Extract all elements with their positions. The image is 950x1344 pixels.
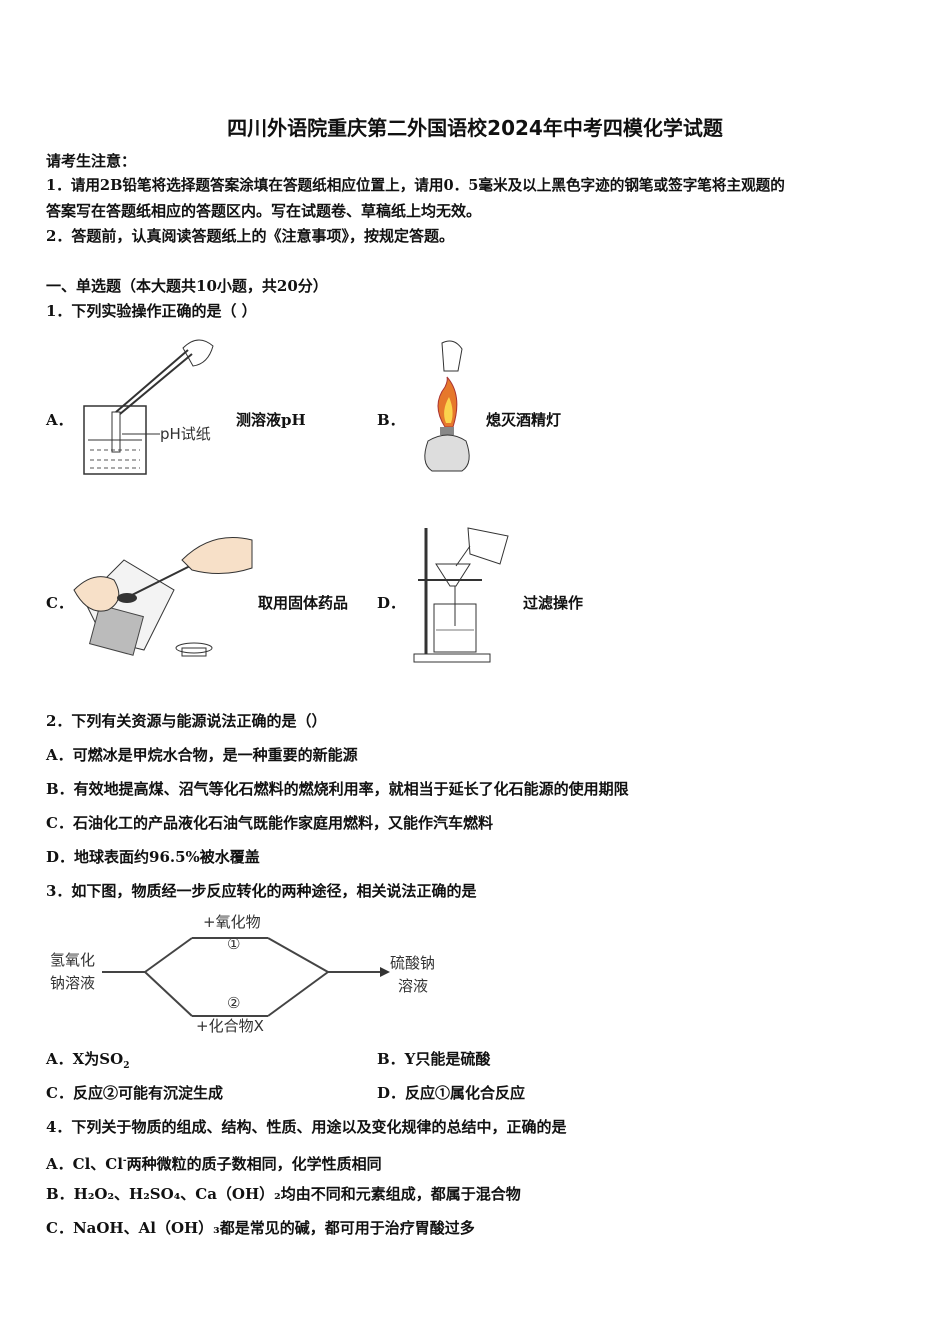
diagram-label: ①	[227, 935, 241, 953]
option: C．NaOH、Al（OH）₃都是常见的碱，都可用于治疗胃酸过多	[46, 1219, 475, 1237]
notice-line: 2．答题前，认真阅读答题纸上的《注意事项》，按规定答题。	[46, 227, 454, 245]
reaction-path-diagram	[102, 937, 390, 1017]
option-caption: 测溶液pH	[236, 411, 306, 429]
option-letter: B．	[377, 411, 405, 429]
option: B．H₂O₂、H₂SO₄、Ca（OH）₂均由不同和元素组成，都属于混合物	[46, 1185, 521, 1203]
page-title: 四川外语院重庆第二外国语校2024年中考四模化学试题	[227, 116, 723, 140]
question-stem: 4．下列关于物质的组成、结构、性质、用途以及变化规律的总结中，正确的是	[46, 1118, 567, 1136]
option-text: A．Cl、Cl	[46, 1155, 123, 1173]
superscript: -	[122, 1156, 127, 1166]
option-caption: 熄灭酒精灯	[486, 411, 562, 429]
diagram-label: 溶液	[398, 977, 429, 995]
section-heading: 一、单选题（本大题共10小题，共20分）	[46, 277, 328, 295]
alcohol-lamp-figure	[424, 340, 470, 472]
option: C．石油化工的产品液化石油气既能作家庭用燃料，又能作汽车燃料	[46, 814, 493, 832]
option: D．反应①属化合反应	[377, 1084, 526, 1102]
diagram-label: 氢氧化	[50, 951, 96, 969]
option-caption: 过滤操作	[523, 594, 584, 612]
question-stem: 2．下列有关资源与能源说法正确的是（）	[46, 712, 327, 730]
option: D．地球表面约96.5%被水覆盖	[46, 848, 260, 866]
diagram-label: 钠溶液	[50, 974, 96, 992]
option: B．有效地提高煤、沼气等化石燃料的燃烧利用率，就相当于延长了化石能源的使用期限	[46, 780, 629, 798]
filtration-figure	[413, 527, 509, 663]
option-text: 两种微粒的质子数相同，化学性质相同	[126, 1155, 382, 1173]
diagram-label: +化合物X	[196, 1017, 264, 1035]
ph-test-figure	[83, 339, 214, 475]
solid-reagent-figure	[73, 537, 253, 657]
question-stem: 3．如下图，物质经一步反应转化的两种途径，相关说法正确的是	[46, 882, 477, 900]
option-letter: C．	[46, 594, 73, 612]
question-stem: 1．下列实验操作正确的是（ ）	[46, 302, 257, 320]
option: A．X为SO2	[46, 1049, 129, 1076]
diagram-label: +氧化物	[203, 913, 261, 931]
figure-label: pH试纸	[160, 425, 211, 443]
notice-line: 答案写在答题纸相应的答题区内。写在试题卷、草稿纸上均无效。	[46, 202, 482, 220]
option: B．Y只能是硫酸	[377, 1050, 491, 1068]
option-letter: A．	[46, 411, 73, 429]
notice-line: 1．请用2B铅笔将选择题答案涂填在答题纸相应位置上，请用0．5毫米及以上黑色字迹…	[46, 177, 785, 194]
option: A．Cl、Cl-两种微粒的质子数相同，化学性质相同	[46, 1151, 382, 1174]
option-caption: 取用固体药品	[258, 594, 349, 612]
option-text: A．X为SO	[46, 1050, 124, 1068]
diagram-label: ②	[227, 994, 241, 1012]
option: C．反应②可能有沉淀生成	[46, 1084, 223, 1102]
option-letter: D．	[377, 594, 406, 612]
subscript: 2	[123, 1061, 130, 1071]
notice-heading: 请考生注意：	[46, 152, 137, 170]
option: A．可燃冰是甲烷水合物，是一种重要的新能源	[46, 746, 358, 764]
diagram-label: 硫酸钠	[390, 954, 436, 972]
